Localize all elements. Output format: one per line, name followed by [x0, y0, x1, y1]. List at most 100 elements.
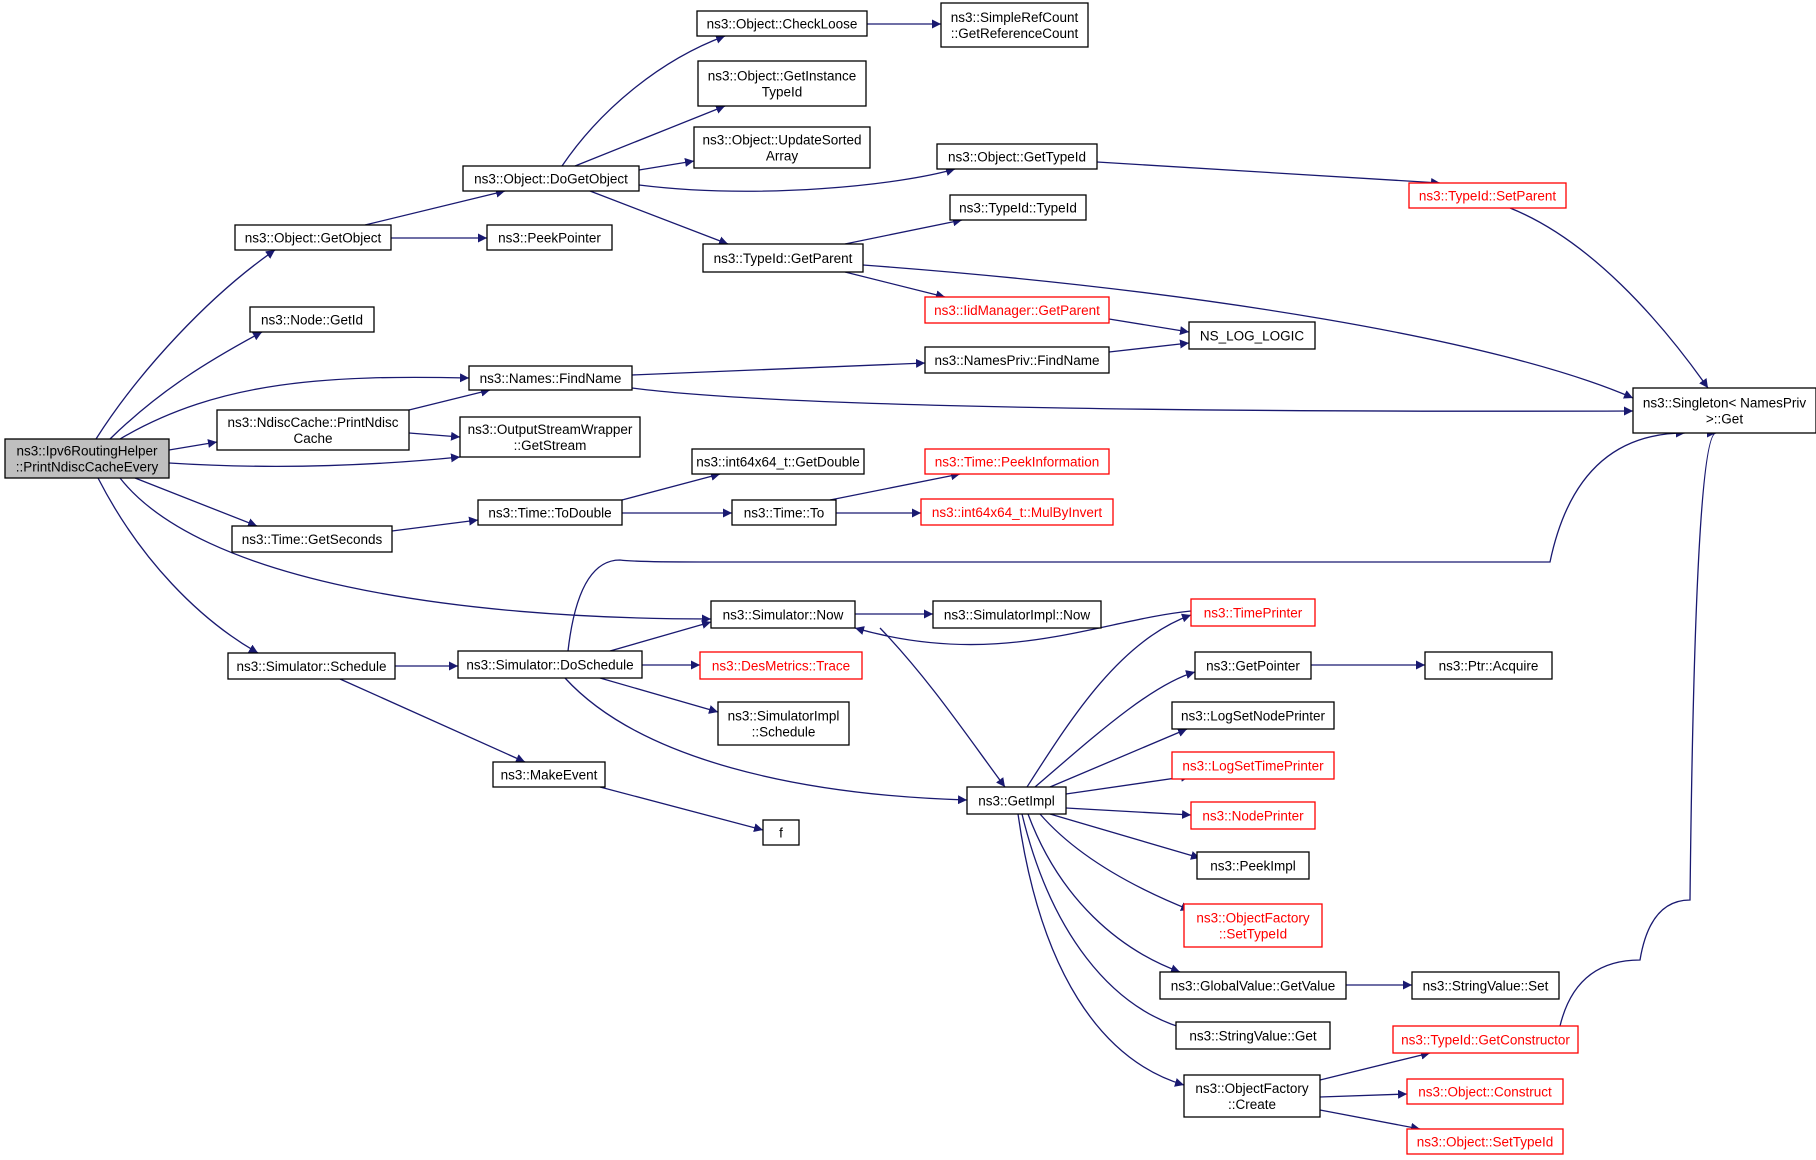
- node-namesfind[interactable]: ns3::Names::FindName: [468, 365, 633, 391]
- node-getobject[interactable]: ns3::Object::GetObject: [234, 224, 392, 251]
- node-label: ns3::TypeId::GetParent: [714, 251, 853, 266]
- node-getimpl[interactable]: ns3::GetImpl: [966, 786, 1067, 815]
- node-doschedule[interactable]: ns3::Simulator::DoSchedule: [457, 650, 643, 679]
- edge-doschedule-to-simimplschedule: [599, 677, 719, 714]
- node-nslog[interactable]: NS_LOG_LOGIC: [1188, 321, 1316, 350]
- nodes-layer: ns3::Ipv6RoutingHelper::PrintNdiscCacheE…: [4, 2, 1816, 1155]
- node-root[interactable]: ns3::Ipv6RoutingHelper::PrintNdiscCacheE…: [4, 438, 170, 479]
- node-mulbyinvert[interactable]: ns3::int64x64_t::MulByInvert: [920, 498, 1114, 526]
- node-setparent[interactable]: ns3::TypeId::SetParent: [1408, 182, 1567, 209]
- node-simplerefcount[interactable]: ns3::SimpleRefCount::GetReferenceCount: [940, 2, 1089, 48]
- node-box: [1188, 321, 1316, 350]
- node-box: [924, 346, 1110, 374]
- edge-namesfind-to-namesprivfind: [631, 358, 926, 376]
- node-label: ns3::Node::GetId: [261, 313, 363, 328]
- edge-timeto-to-peekinfo: [829, 471, 961, 501]
- edge-ndisc-to-namesfind: [408, 387, 491, 411]
- node-label: ns3::int64x64_t::MulByInvert: [932, 505, 1103, 520]
- node-desmetrics[interactable]: ns3::DesMetrics::Trace: [699, 651, 863, 680]
- node-label: ns3::Object::GetInstance: [708, 69, 857, 84]
- node-ndisc[interactable]: ns3::NdiscCache::PrintNdiscCache: [216, 409, 410, 451]
- node-objconstruct[interactable]: ns3::Object::Construct: [1406, 1078, 1564, 1105]
- node-iidmgr[interactable]: ns3::IidManager::GetParent: [924, 296, 1110, 324]
- node-label: ns3::OutputStreamWrapper: [468, 422, 633, 437]
- edge-getimpl-to-gvgetvalue: [1027, 813, 1181, 974]
- node-box: [462, 165, 640, 192]
- node-ofsettypeid[interactable]: ns3::ObjectFactory::SetTypeId: [1183, 903, 1323, 948]
- node-gvgetvalue[interactable]: ns3::GlobalValue::GetValue: [1159, 971, 1347, 1000]
- node-simimplnow[interactable]: ns3::SimulatorImpl::Now: [932, 600, 1102, 629]
- node-label: ns3::Simulator::Schedule: [236, 659, 386, 674]
- node-box: [691, 448, 865, 475]
- node-logsetnode[interactable]: ns3::LogSetNodePrinter: [1171, 701, 1335, 730]
- node-typeidtypeid[interactable]: ns3::TypeId::TypeId: [949, 194, 1087, 221]
- node-logsettime[interactable]: ns3::LogSetTimePrinter: [1171, 751, 1335, 780]
- node-singleton[interactable]: ns3::Singleton< NamesPriv >::Get: [1632, 387, 1816, 434]
- node-box: [696, 10, 868, 37]
- node-osw[interactable]: ns3::OutputStreamWrapper::GetStream: [459, 416, 641, 458]
- node-box: [920, 498, 1114, 526]
- edge-getimpl-to-getpointer: [1034, 670, 1196, 788]
- node-label: ns3::StringValue::Get: [1189, 1029, 1317, 1044]
- node-dogetobject[interactable]: ns3::Object::DoGetObject: [462, 165, 640, 192]
- node-label: ns3::TypeId::TypeId: [959, 201, 1077, 216]
- node-simnow[interactable]: ns3::Simulator::Now: [710, 600, 856, 629]
- node-namesprivfind[interactable]: ns3::NamesPriv::FindName: [924, 346, 1110, 374]
- node-box: [1408, 182, 1567, 209]
- node-getpointer[interactable]: ns3::GetPointer: [1194, 651, 1312, 680]
- edge-getimpl-to-timeprinter: [1026, 613, 1192, 788]
- node-objsettypeid[interactable]: ns3::Object::SetTypeId: [1406, 1128, 1564, 1155]
- node-objgettypeid[interactable]: ns3::Object::GetTypeId: [936, 143, 1098, 170]
- edge-dogetobject-to-getinstance: [574, 105, 726, 167]
- node-box: [924, 296, 1110, 324]
- node-nodeprinter[interactable]: ns3::NodePrinter: [1190, 801, 1316, 830]
- edge-root-to-schedule: [97, 477, 259, 654]
- node-label: ns3::IidManager::GetParent: [934, 303, 1100, 318]
- node-simimplschedule[interactable]: ns3::SimulatorImpl::Schedule: [717, 701, 850, 746]
- node-box: [1196, 851, 1310, 880]
- edge-root-to-nodegetid: [109, 331, 263, 440]
- node-nodegetid[interactable]: ns3::Node::GetId: [249, 306, 375, 333]
- node-box: [1406, 1078, 1564, 1105]
- edge-schedule-to-makeevent: [339, 678, 526, 763]
- node-label: ns3::Time::To: [744, 506, 825, 521]
- node-peekimpl[interactable]: ns3::PeekImpl: [1196, 851, 1310, 880]
- node-label: ::GetStream: [514, 438, 587, 453]
- node-timeprinter[interactable]: ns3::TimePrinter: [1190, 598, 1316, 627]
- node-checkloose[interactable]: ns3::Object::CheckLoose: [696, 10, 868, 37]
- node-label: Cache: [293, 431, 332, 446]
- node-ptracquire[interactable]: ns3::Ptr::Acquire: [1424, 651, 1553, 680]
- node-typeidgetparent[interactable]: ns3::TypeId::GetParent: [702, 243, 864, 273]
- node-getseconds[interactable]: ns3::Time::GetSeconds: [231, 525, 393, 553]
- node-peekpointer[interactable]: ns3::PeekPointer: [486, 224, 613, 251]
- node-box: [731, 499, 837, 526]
- node-makeevent[interactable]: ns3::MakeEvent: [492, 761, 606, 788]
- node-label: ns3::GetImpl: [978, 794, 1055, 809]
- node-ofcreate[interactable]: ns3::ObjectFactory::Create: [1183, 1074, 1321, 1118]
- edges-layer: [95, 19, 1717, 1132]
- node-label: ns3::LogSetTimePrinter: [1182, 759, 1324, 774]
- edge-root-to-simnow: [119, 477, 712, 624]
- node-svget[interactable]: ns3::StringValue::Get: [1175, 1021, 1331, 1050]
- node-getdouble[interactable]: ns3::int64x64_t::GetDouble: [691, 448, 865, 475]
- node-box: [717, 701, 850, 746]
- node-todouble[interactable]: ns3::Time::ToDouble: [477, 499, 623, 526]
- node-getconstructor[interactable]: ns3::TypeId::GetConstructor: [1392, 1025, 1579, 1054]
- edge-getimpl-to-svget: [1021, 813, 1191, 1033]
- node-peekinfo[interactable]: ns3::Time::PeekInformation: [924, 448, 1110, 475]
- node-box: [1392, 1025, 1579, 1054]
- node-label: Array: [766, 149, 799, 164]
- node-label: ns3::Time::PeekInformation: [935, 455, 1100, 470]
- node-label: ns3::Names::FindName: [480, 371, 622, 386]
- node-schedule[interactable]: ns3::Simulator::Schedule: [227, 652, 396, 680]
- node-timeto[interactable]: ns3::Time::To: [731, 499, 837, 526]
- node-box: [216, 409, 410, 451]
- node-box: [1171, 701, 1335, 730]
- node-label: ns3::Ptr::Acquire: [1439, 659, 1539, 674]
- node-f[interactable]: f: [762, 819, 800, 846]
- node-svset[interactable]: ns3::StringValue::Set: [1411, 971, 1560, 1000]
- node-box: [459, 416, 641, 458]
- node-label: ::Create: [1228, 1097, 1276, 1112]
